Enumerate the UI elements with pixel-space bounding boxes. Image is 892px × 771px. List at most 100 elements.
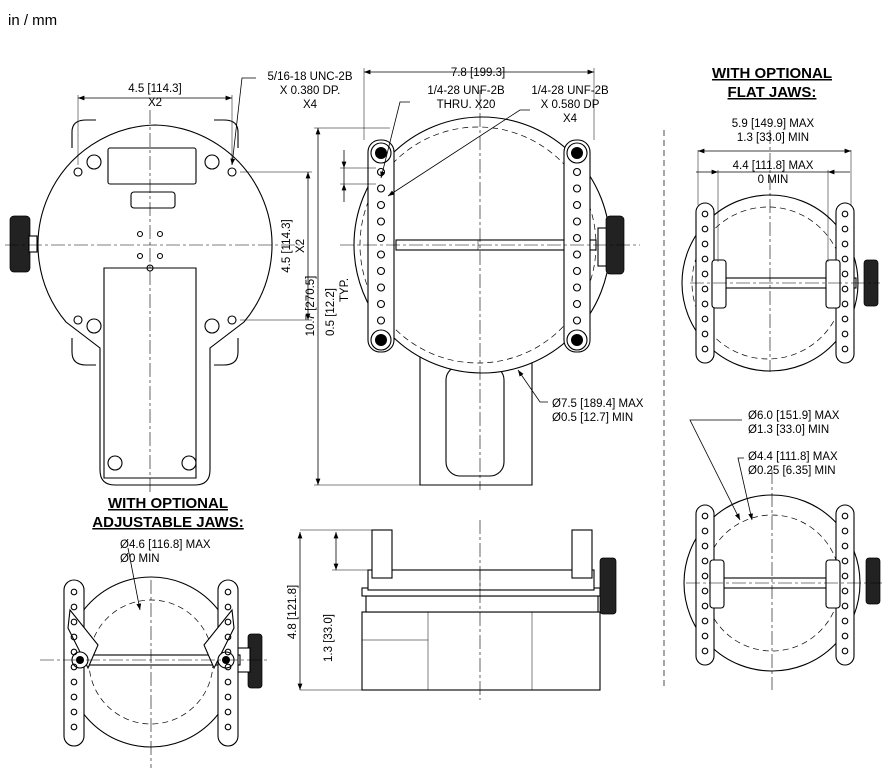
- strip-hole: [70, 648, 78, 656]
- strip-hole: [701, 300, 709, 308]
- strip-hole: [841, 542, 849, 550]
- dim-front-width: 4.5 [114.3]: [128, 83, 182, 95]
- strip-hole: [841, 315, 849, 323]
- strip-hole: [701, 587, 709, 595]
- strip-hole: [572, 217, 582, 226]
- strip-hole: [841, 632, 849, 640]
- strip-hole: [224, 678, 232, 686]
- strip-hole: [841, 512, 849, 520]
- header-adjustable-jaws-1: WITH OPTIONAL: [108, 495, 228, 512]
- strip-hole: [376, 250, 386, 259]
- strip-hole: [841, 602, 849, 610]
- strip-hole: [572, 233, 582, 243]
- strip-hole: [841, 270, 849, 278]
- thread-unf-thru-count: THRU. X20: [437, 99, 496, 111]
- strip-hole: [70, 588, 78, 596]
- strip-hole: [841, 587, 849, 595]
- thread-unf-dp-depth: X 0.580 DP: [541, 99, 600, 111]
- strip-hole: [224, 693, 232, 701]
- thread-unf-dp-count: X4: [563, 113, 578, 125]
- strip-hole: [701, 225, 709, 233]
- dim-flat-inner-min: 0 MIN: [758, 174, 789, 186]
- dim-overall-width: 7.8 [199.3]: [451, 67, 505, 79]
- dim-front-height-count: X2: [295, 239, 307, 253]
- strip-hole: [70, 678, 78, 686]
- strip-hole: [841, 617, 849, 625]
- strip-hole: [701, 345, 709, 353]
- flat-jaws-diameter-view: [683, 419, 882, 690]
- flat-jaws-view: [681, 130, 880, 372]
- strip-hole: [224, 663, 232, 671]
- strip-hole: [701, 512, 709, 520]
- strip-hole: [841, 527, 849, 535]
- strip-hole: [376, 184, 386, 193]
- strip-hole: [224, 588, 232, 596]
- dim-flat-dia-outer-max: Ø6.0 [151.9] MAX: [748, 410, 840, 422]
- thread-unf-thru: 1/4-28 UNF-2B: [427, 85, 505, 97]
- strip-hole: [701, 557, 709, 565]
- strip-hole: [841, 300, 849, 308]
- strip-hole: [70, 618, 78, 626]
- strip-hole: [376, 217, 386, 226]
- strip-hole: [701, 270, 709, 278]
- dim-side-height: 4.8 [121.8]: [287, 585, 299, 639]
- strip-hole: [376, 200, 386, 210]
- strip-hole: [70, 693, 78, 701]
- dim-flat-max: 5.9 [149.9] MAX: [732, 118, 815, 130]
- dim-side-jaw: 1.3 [33.0]: [323, 614, 335, 662]
- side-body: [361, 611, 601, 691]
- strip-hole: [572, 266, 582, 276]
- strip-hole: [376, 283, 386, 292]
- knob-left: [9, 215, 31, 273]
- strip-hole: [701, 315, 709, 323]
- strip-hole: [224, 708, 232, 716]
- strip-hole: [224, 723, 232, 731]
- strip-hole: [841, 330, 849, 338]
- strip-hole: [70, 708, 78, 716]
- thread-unc: 5/16-18 UNC-2B: [267, 71, 352, 83]
- top-view: [314, 68, 640, 490]
- strip-hole: [572, 200, 582, 210]
- dim-std-diameter-min: Ø0.5 [12.7] MIN: [552, 412, 633, 424]
- labels: 4.5 [114.3] X2 5/16-18 UNC-2B X 0.380 DP…: [92, 65, 839, 662]
- strip-hole: [572, 250, 582, 259]
- dim-front-width-count: X2: [148, 97, 162, 109]
- dim-front-height: 4.5 [114.3]: [281, 219, 293, 273]
- strip-hole: [701, 572, 709, 580]
- dim-hole-pitch: 0.5 [12.2]: [325, 288, 337, 336]
- front-view: [5, 77, 312, 495]
- strip-hole: [224, 603, 232, 611]
- front-body-outline: [37, 124, 273, 486]
- header-flat-jaws-2: FLAT JAWS:: [728, 84, 817, 101]
- thread-unf-dp: 1/4-28 UNF-2B: [531, 85, 609, 97]
- jaw-left: [367, 139, 395, 353]
- strip-hole: [70, 663, 78, 671]
- strip-hole: [572, 316, 582, 325]
- strip-hole: [701, 210, 709, 218]
- dim-flat-dia-inner-min: Ø0.25 [6.35] MIN: [748, 465, 836, 477]
- strip-hole: [224, 633, 232, 641]
- strip-hole: [701, 602, 709, 610]
- dim-flat-dia-outer-min: Ø1.3 [33.0] MIN: [748, 424, 829, 436]
- strip-hole: [376, 266, 386, 276]
- side-view: [297, 520, 617, 700]
- strip-hole: [841, 647, 849, 655]
- strip-hole: [841, 210, 849, 218]
- strip-hole: [701, 542, 709, 550]
- jaw-right: [563, 139, 591, 353]
- strip-hole: [376, 316, 386, 325]
- strip-hole: [376, 233, 386, 243]
- dim-flat-min: 1.3 [33.0] MIN: [737, 132, 809, 144]
- strip-hole: [70, 603, 78, 611]
- strip-hole: [701, 240, 709, 248]
- strip-hole: [701, 285, 709, 293]
- strip-hole: [841, 572, 849, 580]
- strip-hole: [701, 527, 709, 535]
- dim-flat-dia-inner-max: Ø4.4 [111.8] MAX: [748, 451, 838, 463]
- strip-hole: [841, 285, 849, 293]
- strip-hole: [224, 618, 232, 626]
- thread-unc-count: X4: [303, 99, 318, 111]
- strip-hole: [70, 633, 78, 641]
- strip-hole: [841, 345, 849, 353]
- strip-hole: [572, 299, 582, 309]
